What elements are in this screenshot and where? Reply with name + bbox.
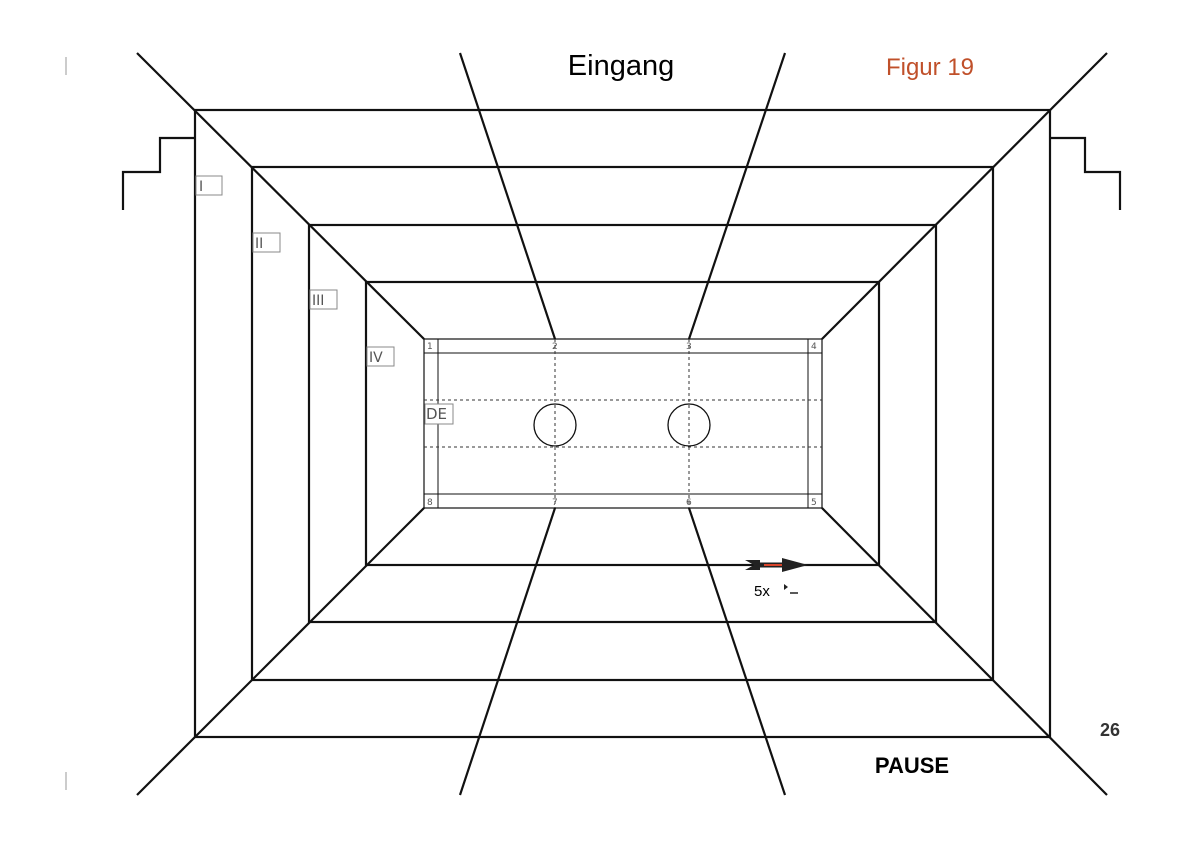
circle-left <box>533 403 577 447</box>
ray-top-3 <box>687 52 787 340</box>
pause-label: PAUSE <box>875 753 949 778</box>
page-title: Eingang <box>568 50 674 82</box>
ray-bottom-6 <box>687 507 787 796</box>
stairs-right <box>1050 136 1122 210</box>
arrow-count: 5x <box>754 583 770 600</box>
stairs-left <box>121 136 195 210</box>
level-label-I: I <box>195 175 223 196</box>
circle-right <box>667 403 711 447</box>
inner-field <box>423 338 823 509</box>
ray-top-2 <box>458 52 557 340</box>
small-arrow-icon <box>784 584 798 594</box>
ray-bottom-7 <box>458 507 557 796</box>
level-frame-3 <box>307 223 938 624</box>
diagonal-bottom-right <box>821 507 1108 796</box>
level-label-IV: IV <box>366 346 395 367</box>
svg-text:II: II <box>255 236 263 252</box>
marker-4: 4 <box>811 342 817 352</box>
arrow-icon <box>745 558 808 572</box>
level-frame-4 <box>364 280 881 567</box>
diagonal-top-right <box>821 52 1108 340</box>
figure-label: Figur 19 <box>886 54 974 81</box>
svg-text:IV: IV <box>369 350 383 366</box>
marker-2: 2 <box>552 342 558 352</box>
level-frame-2 <box>250 165 995 682</box>
svg-text:I: I <box>199 179 203 195</box>
marker-1: 1 <box>427 342 433 352</box>
marker-3: 3 <box>686 342 692 352</box>
svg-text:III: III <box>312 293 324 309</box>
marker-5: 5 <box>811 498 817 508</box>
level-label-DE: DE <box>424 403 454 425</box>
level-label-III: III <box>309 289 338 310</box>
marker-6: 6 <box>686 498 692 508</box>
diagonal-bottom-left <box>136 507 425 796</box>
level-label-II: II <box>252 232 281 253</box>
marker-8: 8 <box>427 498 433 508</box>
diagonal-top-left <box>136 52 425 340</box>
page-number: 26 <box>1100 720 1120 740</box>
marker-7: 7 <box>552 498 558 508</box>
level-frame-1 <box>193 108 1052 739</box>
svg-text:DE: DE <box>426 405 447 423</box>
